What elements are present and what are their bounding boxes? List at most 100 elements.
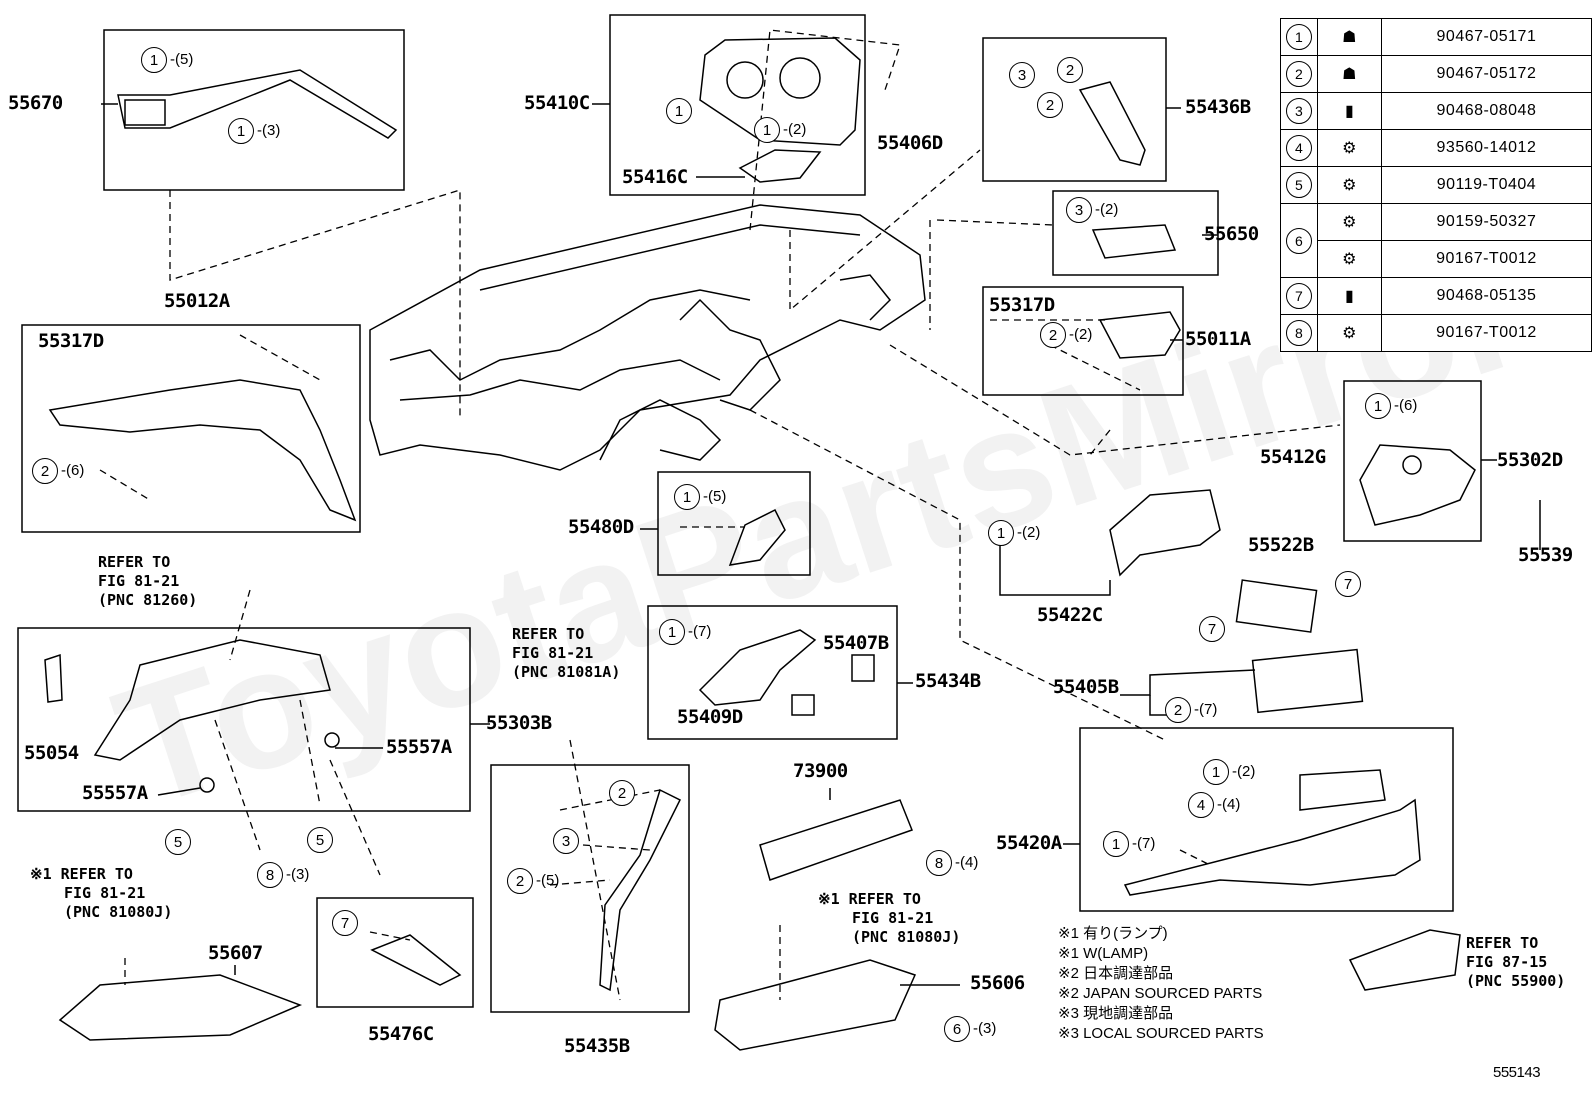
callout-circle: 4 (1188, 792, 1214, 818)
part-label-55606: 55606 (970, 972, 1025, 994)
frame-55302D (1343, 380, 1482, 542)
legend-line: ※1 W(LAMP) (1058, 945, 1149, 962)
callout-quantity: -(3) (257, 122, 281, 139)
callout-circle: 7 (332, 910, 358, 936)
frame-55650 (1052, 190, 1219, 276)
callout-circle: 8 (926, 850, 952, 876)
callout-quantity: -(5) (170, 51, 194, 68)
callout-circle: 7 (1335, 571, 1361, 597)
screw-icon: ⚙ (1342, 251, 1357, 268)
table-row: ⚙90167-T0012 (1281, 240, 1592, 278)
table-row: 8⚙90167-T0012 (1280, 314, 1592, 352)
callout-circle: 1 (666, 98, 692, 124)
part-label-55416C: 55416C (622, 166, 688, 188)
part-label-55435B: 55435B (564, 1035, 630, 1057)
frame-55476C (316, 897, 474, 1008)
part-label-55650: 55650 (1204, 223, 1259, 245)
frame-55436B (982, 37, 1167, 182)
callout-circle: 7 (1199, 616, 1225, 642)
part-label-55420A: 55420A (996, 832, 1062, 854)
legend-line: ※2 JAPAN SOURCED PARTS (1058, 985, 1263, 1002)
part-label-55412G: 55412G (1260, 446, 1326, 468)
callout-quantity: -(7) (688, 623, 712, 640)
callout-circle: 1 (659, 619, 685, 645)
frame-55410C (609, 14, 866, 196)
frame-55670 (103, 29, 405, 191)
part-label-55011A: 55011A (1185, 328, 1251, 350)
table-row: 6⚙90159-50327 (1280, 203, 1592, 278)
callout-circle: 2 (1165, 697, 1191, 723)
clip-icon: ☗ (1342, 66, 1357, 83)
part-label-55409D: 55409D (677, 706, 743, 728)
callout-circle: 2 (507, 868, 533, 894)
callout-quantity: -(6) (1394, 397, 1418, 414)
part-label-55410C: 55410C (524, 92, 590, 114)
callout-circle: 1 (674, 484, 700, 510)
frame-55435B (490, 764, 690, 1013)
part-label-55405B: 55405B (1053, 676, 1119, 698)
table-row: 2☗90467-05172 (1280, 55, 1592, 93)
callout-quantity: -(5) (703, 488, 727, 505)
callout-circle: 8 (257, 862, 283, 888)
part-label-55436B: 55436B (1185, 96, 1251, 118)
callout-quantity: -(7) (1194, 701, 1218, 718)
callout-circle: 1 (1365, 393, 1391, 419)
part-label-55522B: 55522B (1248, 534, 1314, 556)
callout-quantity: -(2) (1232, 763, 1256, 780)
part-label-55407B: 55407B (823, 632, 889, 654)
table-row: 1☗90467-05171 (1280, 18, 1592, 56)
callout-circle: 3 (1066, 197, 1092, 223)
callout-circle: 3 (1009, 62, 1035, 88)
part-label-55303B: 55303B (486, 712, 552, 734)
part-label-55302D: 55302D (1497, 449, 1563, 471)
figure-id: 555143 (1493, 1064, 1541, 1081)
callout-quantity: -(2) (1017, 524, 1041, 541)
callout-circle: 2 (1040, 322, 1066, 348)
callout-quantity: -(6) (61, 462, 85, 479)
callout-quantity: -(4) (1217, 796, 1241, 813)
clip-icon: ▮ (1344, 288, 1354, 305)
callout-circle: 3 (553, 828, 579, 854)
legend-line: ※3 現地調達部品 (1058, 1005, 1174, 1022)
frame-55434B (647, 605, 898, 740)
frame-55303B (17, 627, 471, 812)
callout-circle: 1 (141, 47, 167, 73)
clip-icon: ▮ (1344, 103, 1354, 120)
callout-circle: 1 (1203, 759, 1229, 785)
part-label-55434B: 55434B (915, 670, 981, 692)
callout-circle: 1 (1103, 831, 1129, 857)
part-label-55476C: 55476C (368, 1023, 434, 1045)
callout-quantity: -(5) (536, 872, 560, 889)
parts-table: 1☗90467-05171 2☗90467-05172 3▮90468-0804… (1280, 18, 1592, 352)
part-label-55054: 55054 (24, 742, 79, 764)
callout-quantity: -(3) (973, 1020, 997, 1037)
frame-55012A (21, 324, 361, 533)
legend-line: ※3 LOCAL SOURCED PARTS (1058, 1025, 1264, 1042)
part-label-73900: 73900 (793, 760, 848, 782)
callout-circle: 1 (988, 520, 1014, 546)
bolt-icon: ⚙ (1342, 177, 1357, 194)
part-label-55557A: 55557A (386, 736, 452, 758)
callout-circle: 1 (754, 117, 780, 143)
table-row: 3▮90468-08048 (1280, 92, 1592, 130)
callout-quantity: -(2) (783, 121, 807, 138)
part-label-55406D: 55406D (877, 132, 943, 154)
screw-icon: ⚙ (1342, 214, 1357, 231)
callout-circle: 2 (1037, 92, 1063, 118)
callout-circle: 1 (228, 118, 254, 144)
callout-quantity: -(7) (1132, 835, 1156, 852)
callout-circle: 5 (307, 827, 333, 853)
part-label-55012A: 55012A (164, 290, 230, 312)
callout-circle: 6 (944, 1016, 970, 1042)
part-label-55317D: 55317D (989, 294, 1055, 316)
callout-quantity: -(2) (1069, 326, 1093, 343)
screw-icon: ⚙ (1342, 325, 1357, 342)
callout-quantity: -(3) (286, 866, 310, 883)
callout-circle: 5 (165, 829, 191, 855)
callout-quantity: -(4) (955, 854, 979, 871)
table-row: 7▮90468-05135 (1280, 277, 1592, 315)
table-row: 5⚙90119-T0404 (1280, 166, 1592, 204)
